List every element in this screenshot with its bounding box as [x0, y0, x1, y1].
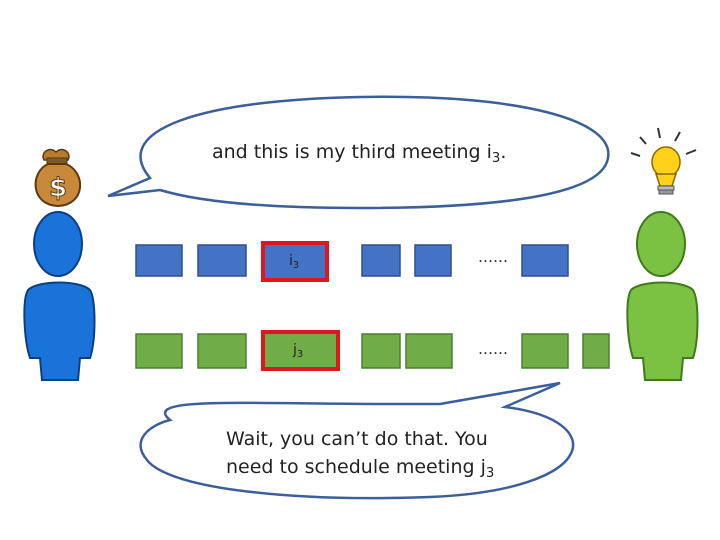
i3-label: i3 [289, 253, 299, 271]
light-bulb-icon [630, 127, 697, 195]
blue-meeting-4 [361, 244, 401, 277]
blue-meeting-6 [521, 244, 569, 277]
blue-meeting-1 [135, 244, 183, 277]
svg-text:$: $ [49, 173, 67, 203]
green-row-ellipsis: …… [478, 340, 508, 358]
top-bubble-suffix: . [500, 141, 507, 163]
top-bubble-sub: 3 [491, 150, 501, 166]
i3-sub: 3 [292, 259, 300, 271]
green-person-icon [626, 211, 699, 381]
i3-letter: i [289, 253, 293, 269]
blue-meeting-5 [414, 244, 452, 277]
j3-letter: j [293, 342, 297, 358]
money-bag-icon: $ [34, 148, 81, 208]
bottom-bubble-line2-sub: 3 [485, 465, 495, 481]
j3-label: j3 [293, 342, 303, 360]
bottom-bubble-line2: need to schedule meeting j3 [226, 456, 494, 481]
green-meeting-2 [197, 333, 247, 369]
blue-person-icon [23, 211, 96, 381]
blue-meeting-2 [197, 244, 247, 277]
top-bubble-text: and this is my third meeting i3. [212, 141, 506, 166]
j3-sub: 3 [296, 348, 304, 360]
green-meeting-1 [135, 333, 183, 369]
green-meeting-row [135, 330, 610, 371]
green-meeting-5 [405, 333, 453, 369]
bottom-bubble-line1: Wait, you can’t do that. You [226, 428, 488, 450]
bottom-speech-bubble [139, 381, 575, 500]
green-meeting-4 [361, 333, 401, 369]
top-bubble-main: and this is my third meeting i [212, 141, 492, 163]
bottom-bubble-line2-text: need to schedule meeting j [226, 456, 486, 478]
blue-row-ellipsis: …… [478, 248, 508, 266]
green-meeting-7 [582, 333, 610, 369]
blue-meeting-i3 [261, 241, 329, 282]
green-meeting-6 [521, 333, 569, 369]
top-speech-bubble [107, 95, 610, 210]
green-meeting-j3 [261, 330, 340, 371]
blue-meeting-row [135, 241, 569, 282]
